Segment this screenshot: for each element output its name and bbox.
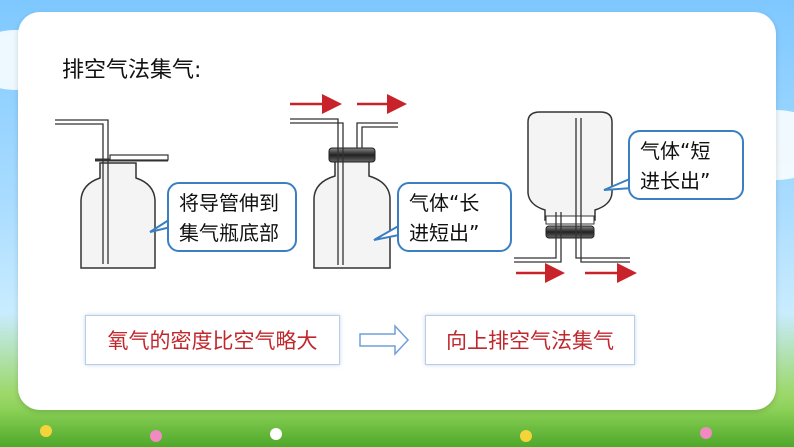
callout-right-line2: 进长出” bbox=[640, 169, 711, 193]
collection-bottle-3 bbox=[514, 111, 630, 263]
flower-decoration bbox=[40, 425, 52, 437]
callout-middle-line1: 气体“长 bbox=[409, 191, 480, 215]
flower-decoration bbox=[270, 428, 282, 440]
flower-decoration bbox=[700, 427, 712, 439]
callout-left-line1: 将导管伸到 bbox=[179, 191, 279, 215]
callout-left: 将导管伸到 集气瓶底部 bbox=[167, 182, 297, 252]
flower-decoration bbox=[150, 430, 162, 442]
callout-middle-line2: 进短出” bbox=[409, 221, 480, 245]
collection-bottle-2 bbox=[290, 118, 398, 269]
method-box: 向上排空气法集气 bbox=[425, 315, 635, 365]
callout-right: 气体“短 进长出” bbox=[628, 130, 744, 200]
flower-decoration bbox=[520, 430, 532, 442]
reason-box: 氧气的密度比空气略大 bbox=[85, 315, 340, 365]
page-title: 排空气法集气: bbox=[62, 58, 202, 83]
collection-bottle-1 bbox=[55, 119, 169, 269]
grass-decoration bbox=[0, 407, 794, 447]
callout-left-line2: 集气瓶底部 bbox=[179, 221, 279, 245]
callout-middle: 气体“长 进短出” bbox=[397, 182, 512, 252]
implies-arrow-icon bbox=[359, 324, 410, 356]
callout-right-line1: 气体“短 bbox=[640, 139, 711, 163]
